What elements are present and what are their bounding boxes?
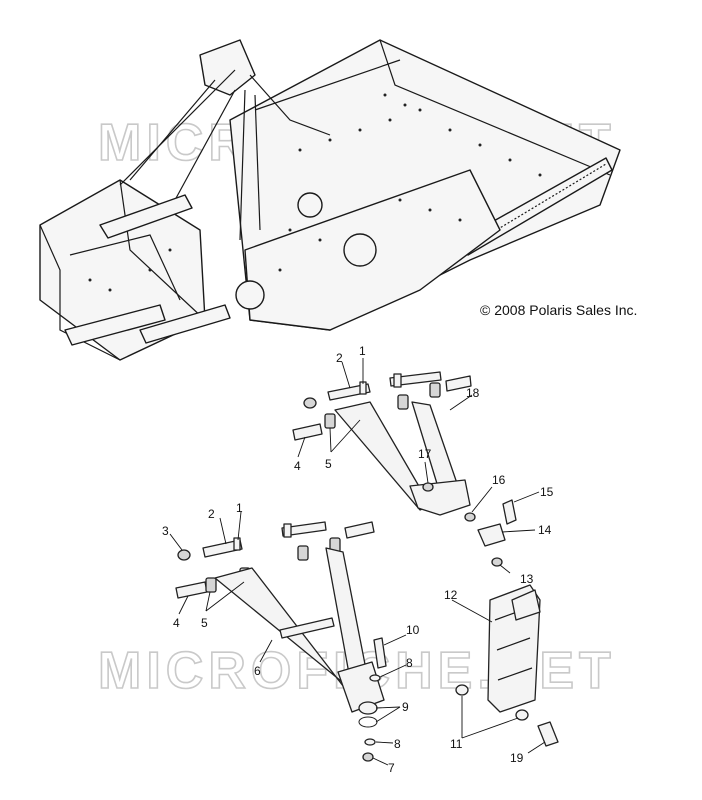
bushing-upper-right-b <box>429 382 441 398</box>
nut-upper-left <box>303 397 317 409</box>
callout-6: 6 <box>254 664 261 678</box>
callout-1-lower: 1 <box>236 501 243 515</box>
callout-7: 7 <box>388 761 395 775</box>
bushing-upper-right-a <box>397 394 409 410</box>
sleeve-lower-4 <box>175 581 208 599</box>
callout-5-lower: 5 <box>201 616 208 630</box>
ring-9a <box>358 701 378 715</box>
sleeve-lower-right <box>344 521 375 539</box>
bolt-upper-right <box>389 371 442 387</box>
bolt-lower-right <box>281 521 327 537</box>
callout-8-upper: 8 <box>406 656 413 670</box>
washer-8-lower <box>364 738 376 746</box>
chassis-frame <box>39 39 621 361</box>
callout-2-lower: 2 <box>208 507 215 521</box>
nut-3 <box>177 549 191 561</box>
lower-ball-joint-bracket <box>337 661 385 713</box>
sleeve-upper-4 <box>292 423 323 441</box>
bolt-10 <box>373 637 387 669</box>
callout-16: 16 <box>492 473 506 487</box>
callout-2-upper: 2 <box>336 351 343 365</box>
lower-a-arm-crossbar <box>279 617 335 639</box>
spindle-boss-upper <box>511 589 541 621</box>
nut-7 <box>362 752 374 762</box>
copyright-text: © 2008 Polaris Sales Inc. <box>480 302 637 318</box>
callouts: 1 2 4 5 18 17 16 15 14 13 1 2 3 4 5 6 10… <box>162 344 554 775</box>
bushing-lower-5a <box>205 577 217 593</box>
lower-a-arm-6 <box>214 547 373 701</box>
callout-3: 3 <box>162 524 169 538</box>
callout-4-lower: 4 <box>173 616 180 630</box>
callout-9: 9 <box>402 700 409 714</box>
callout-18: 18 <box>466 386 480 400</box>
rod-end-14 <box>477 523 506 547</box>
pin-15 <box>502 499 517 525</box>
lower-a-arm-assembly <box>175 521 387 762</box>
washer-8-upper <box>369 674 381 682</box>
bolt-head-lower-1 <box>233 537 241 551</box>
nut-13 <box>491 557 503 567</box>
callout-13: 13 <box>520 572 534 586</box>
leader-lines <box>169 358 546 766</box>
callout-19: 19 <box>510 751 524 765</box>
pin-19 <box>537 721 559 747</box>
upper-a-arm-assembly <box>292 371 517 567</box>
bolt-lower-1 <box>202 539 243 558</box>
callout-8-lower: 8 <box>394 737 401 751</box>
bolt-head-lower-right <box>283 523 292 538</box>
callout-5-upper: 5 <box>325 457 332 471</box>
washer-16 <box>464 512 476 522</box>
sleeve-upper-right <box>445 375 472 392</box>
spindle-assembly <box>455 584 559 747</box>
bushing-lower-right-a <box>297 545 309 561</box>
nut-17 <box>422 482 434 492</box>
bushing-upper-5a <box>324 413 336 429</box>
callout-12: 12 <box>444 588 458 602</box>
callout-1-upper: 1 <box>359 344 366 358</box>
callout-17: 17 <box>418 447 432 461</box>
callout-11: 11 <box>450 737 463 751</box>
callout-4-upper: 4 <box>294 459 301 473</box>
bushing-11b <box>515 709 529 721</box>
callout-14: 14 <box>538 523 552 537</box>
bushing-11a <box>455 684 469 696</box>
callout-15: 15 <box>540 485 554 499</box>
bolt-head-upper-right <box>393 373 402 388</box>
ring-9b <box>358 716 378 728</box>
callout-10: 10 <box>406 623 420 637</box>
